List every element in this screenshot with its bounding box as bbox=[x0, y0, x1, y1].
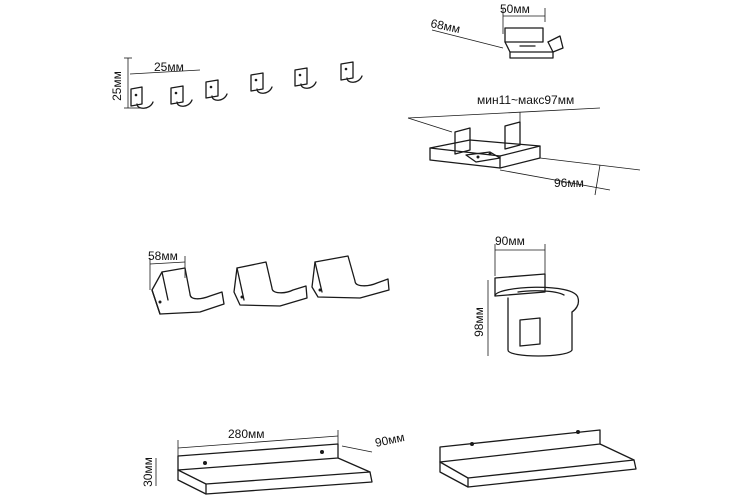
adjustable-width-label: 96мм bbox=[554, 176, 584, 190]
round-holder-width-label: 90мм bbox=[495, 234, 525, 248]
dim-line bbox=[407, 107, 601, 119]
hooks-width-label: 25мм bbox=[154, 60, 184, 74]
round-holder-height-label: 98мм bbox=[472, 307, 486, 337]
dim-line bbox=[407, 117, 453, 133]
shelf-depth-label: 90мм bbox=[374, 430, 406, 450]
shelf-1 bbox=[177, 443, 373, 495]
cup-holders-group: 58мм bbox=[148, 249, 390, 315]
hooks-group: 25мм 25мм bbox=[110, 57, 363, 109]
cup-holder-3 bbox=[311, 255, 390, 299]
dim-line bbox=[177, 435, 339, 449]
cup-holder-1 bbox=[151, 267, 225, 315]
cup-holder-width-label: 58мм bbox=[148, 249, 178, 263]
towel-holder bbox=[504, 27, 564, 59]
adjustable-range-label: мин11~макс97мм bbox=[477, 93, 574, 107]
dim-line bbox=[149, 261, 186, 265]
round-holder-group: 90мм 98мм bbox=[472, 234, 580, 357]
dim-tick bbox=[594, 164, 601, 196]
hook-3 bbox=[205, 79, 228, 101]
dim-line bbox=[539, 157, 641, 171]
hooks-height-label: 25мм bbox=[110, 71, 124, 101]
adjustable-holder-group: мин11~макс97мм 96мм bbox=[407, 93, 641, 196]
adjustable-holder bbox=[429, 121, 541, 169]
hook-4 bbox=[250, 72, 273, 94]
shelf-2 bbox=[439, 429, 637, 488]
dim-line bbox=[341, 445, 373, 453]
shelf-length-label: 280мм bbox=[228, 427, 265, 441]
hook-5 bbox=[294, 67, 317, 89]
hook-6 bbox=[340, 61, 363, 83]
hook-1 bbox=[130, 86, 154, 109]
hooks-width-dim-line bbox=[129, 69, 201, 75]
towel-holder-width-label: 50мм bbox=[500, 2, 530, 16]
shelf-height-label: 30мм bbox=[141, 457, 155, 487]
shelf-with-dimensions-group: 280мм 90мм 30мм bbox=[141, 427, 406, 495]
round-holder bbox=[494, 273, 580, 357]
cup-holder-2 bbox=[233, 261, 308, 307]
dim-line bbox=[499, 169, 611, 191]
dim-line bbox=[431, 29, 504, 49]
towel-holder-group: 50мм 68мм bbox=[429, 2, 564, 59]
hook-2 bbox=[170, 85, 193, 107]
